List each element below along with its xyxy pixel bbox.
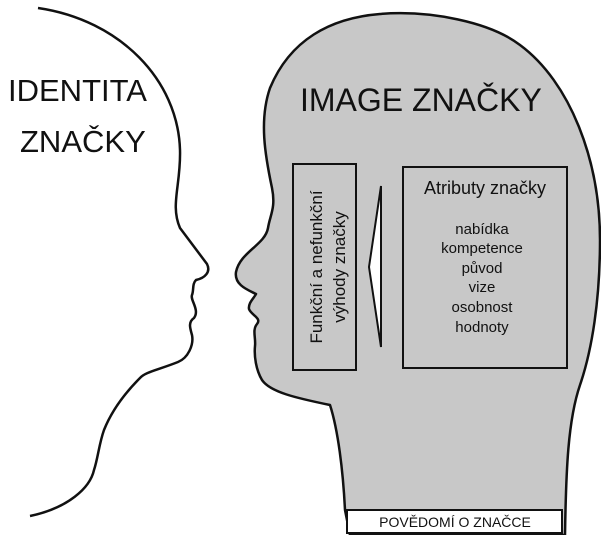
awareness-label: POVĚDOMÍ O ZNAČCE — [379, 514, 531, 530]
awareness-box — [346, 509, 563, 534]
identity-label-line-1: IDENTITA — [8, 73, 147, 108]
attribute-item: vize — [469, 279, 496, 296]
benefits-label-line-1: Funkční a nefunkční — [307, 190, 326, 343]
attribute-item: původ — [462, 260, 503, 277]
attribute-item: hodnoty — [455, 319, 509, 336]
attributes-box — [402, 166, 568, 369]
attribute-item: nabídka — [455, 221, 509, 238]
image-title: IMAGE ZNAČKY — [300, 82, 542, 118]
attribute-item: osobnost — [452, 299, 514, 316]
attributes-title: Atributy značky — [424, 178, 546, 198]
identity-label-line-2: ZNAČKY — [20, 124, 146, 159]
identity-profile-outline — [29, 6, 210, 518]
benefits-box — [292, 163, 357, 371]
wedge-arrow — [367, 185, 382, 348]
attribute-item: kompetence — [441, 240, 523, 257]
benefits-label-line-2: výhody značky — [330, 211, 349, 323]
image-head-silhouette — [234, 12, 601, 535]
